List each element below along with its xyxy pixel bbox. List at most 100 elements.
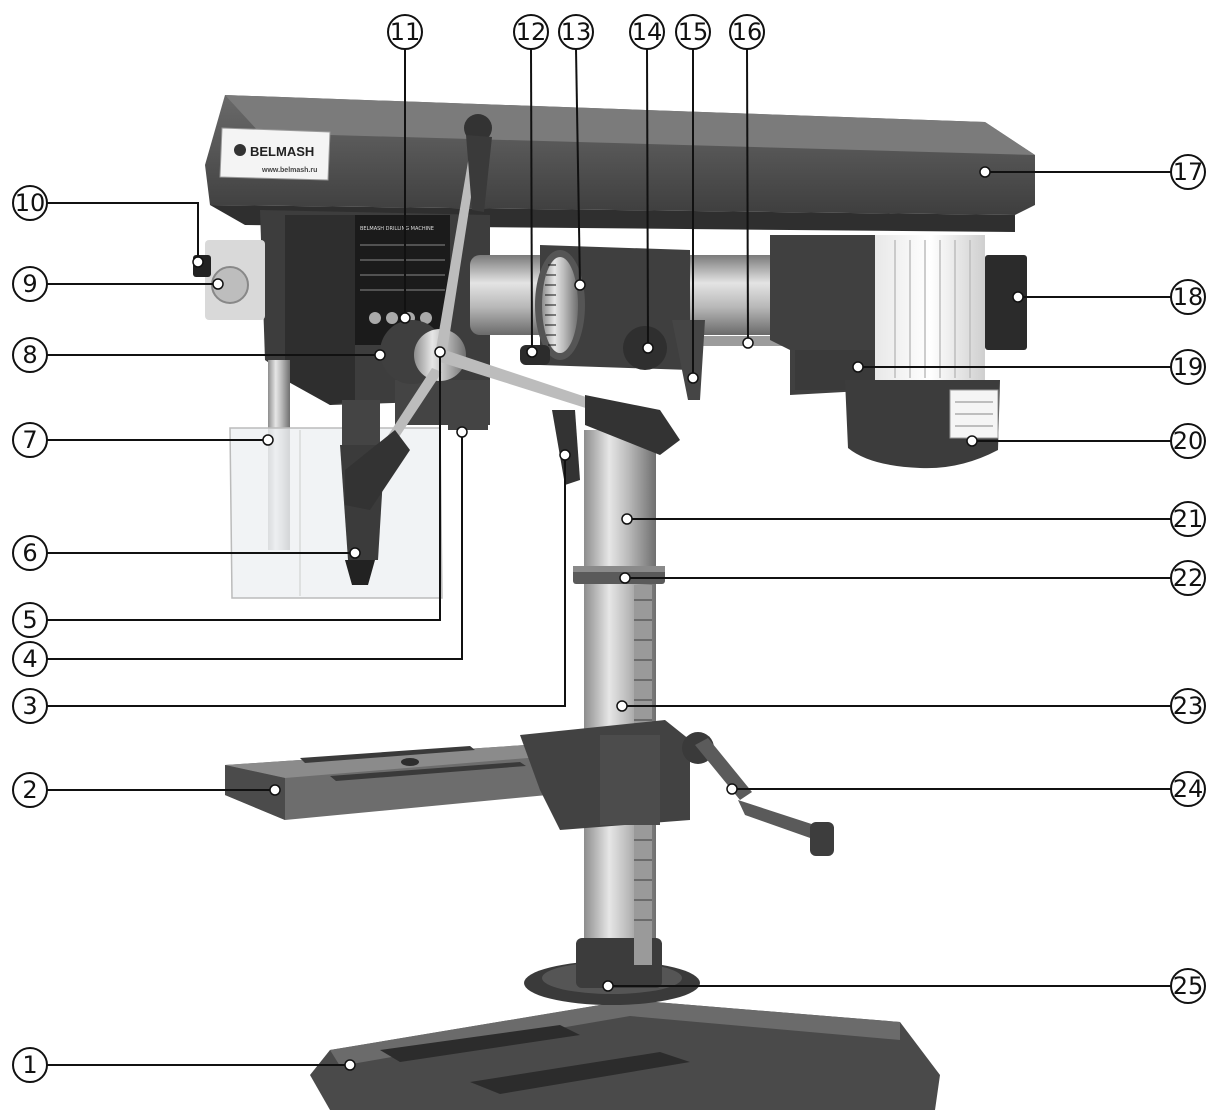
svg-text:BELMASH: BELMASH	[250, 144, 314, 159]
callout-label: 19	[1173, 353, 1204, 381]
callout-12: 12	[513, 14, 549, 358]
callout-21: 21	[621, 501, 1206, 537]
leader-dot	[966, 435, 978, 447]
leader-dot	[399, 312, 411, 324]
leader-dot	[687, 372, 699, 384]
leader-dot	[852, 361, 864, 373]
leader-dot	[559, 449, 571, 461]
callout-bubble	[1170, 154, 1206, 190]
callout-label: 21	[1173, 505, 1204, 533]
callout-label: 14	[632, 18, 663, 46]
callout-bubble	[1170, 423, 1206, 459]
leader-line	[575, 48, 581, 286]
work-table	[225, 720, 834, 856]
callout-label: 24	[1173, 775, 1204, 803]
callout-10: 10	[12, 185, 204, 268]
callout-18: 18	[1012, 279, 1206, 315]
leader-line	[47, 202, 199, 262]
callout-14: 14	[629, 14, 665, 354]
leader-dot	[742, 337, 754, 349]
base	[310, 961, 940, 1110]
callout-bubble	[1170, 501, 1206, 537]
callout-label: 20	[1173, 427, 1204, 455]
callout-4: 4	[12, 426, 468, 677]
callout-bubble	[1170, 968, 1206, 1004]
callout-11: 11	[387, 14, 423, 324]
callout-bubble	[1170, 279, 1206, 315]
drill-press-illustration: BELMASH www.belmash.ru BELMASH DRILLING …	[193, 95, 1035, 1110]
svg-text:www.belmash.ru: www.belmash.ru	[261, 167, 317, 174]
callout-label: 12	[516, 18, 547, 46]
callout-bubble	[1170, 688, 1206, 724]
leader-dot	[349, 547, 361, 559]
callout-label: 4	[22, 645, 37, 673]
callout-19: 19	[852, 349, 1206, 385]
leader-dot	[574, 279, 586, 291]
callout-23: 23	[616, 688, 1206, 724]
leader-dot	[979, 166, 991, 178]
callout-7: 7	[12, 422, 274, 458]
callout-bubble	[12, 422, 48, 458]
leader-dot	[212, 278, 224, 290]
leader-line	[47, 455, 566, 707]
callout-label: 6	[22, 539, 37, 567]
callout-bubble	[1170, 771, 1206, 807]
leader-dot	[344, 1059, 356, 1071]
callout-label: 7	[22, 426, 37, 454]
callout-label: 10	[15, 189, 46, 217]
callout-3: 3	[12, 449, 571, 724]
callout-label: 16	[732, 18, 763, 46]
callout-bubble	[675, 14, 711, 50]
leader-dot	[1012, 291, 1024, 303]
callout-label: 15	[678, 18, 709, 46]
callout-16: 16	[729, 14, 765, 349]
callout-label: 23	[1173, 692, 1204, 720]
callout-bubble	[513, 14, 549, 50]
callout-label: 5	[22, 606, 37, 634]
motor-fins	[894, 240, 971, 378]
leader-dot	[374, 349, 386, 361]
callout-bubble	[12, 337, 48, 373]
leader-dot	[621, 513, 633, 525]
leader-dot	[642, 342, 654, 354]
callout-label: 9	[22, 270, 37, 298]
callout-bubble	[12, 602, 48, 638]
svg-text:BELMASH DRILLING MACHINE: BELMASH DRILLING MACHINE	[360, 226, 434, 232]
callout-label: 22	[1173, 564, 1204, 592]
leader-line	[47, 432, 463, 660]
callout-label: 11	[390, 18, 421, 46]
callout-label: 2	[22, 776, 37, 804]
callout-bubble	[1170, 349, 1206, 385]
leader-dot	[192, 256, 204, 268]
callout-24: 24	[726, 771, 1206, 807]
leader-dot	[262, 434, 274, 446]
leader-line	[47, 352, 441, 621]
callout-label: 13	[561, 18, 592, 46]
callout-bubble	[12, 535, 48, 571]
callout-bubble	[12, 688, 48, 724]
callout-25: 25	[602, 968, 1206, 1004]
callout-bubble	[729, 14, 765, 50]
callout-bubble	[12, 641, 48, 677]
callout-label: 8	[22, 341, 37, 369]
feed-handles	[345, 114, 680, 510]
callout-label: 25	[1173, 972, 1204, 1000]
motor-assembly	[770, 235, 1027, 469]
callout-label: 18	[1173, 283, 1204, 311]
callout-20: 20	[966, 423, 1206, 459]
leader-dot	[526, 346, 538, 358]
callout-2: 2	[12, 772, 281, 808]
callout-6: 6	[12, 535, 361, 571]
callout-bubble	[12, 772, 48, 808]
leader-dot	[619, 572, 631, 584]
callout-22: 22	[619, 560, 1206, 596]
callout-9: 9	[12, 266, 224, 302]
callout-bubble	[1170, 560, 1206, 596]
leader-line	[646, 48, 649, 349]
rack-teeth	[634, 599, 652, 921]
leader-dot	[456, 426, 468, 438]
brand-logo: BELMASH www.belmash.ru	[219, 127, 331, 181]
callout-bubble	[12, 1047, 48, 1083]
